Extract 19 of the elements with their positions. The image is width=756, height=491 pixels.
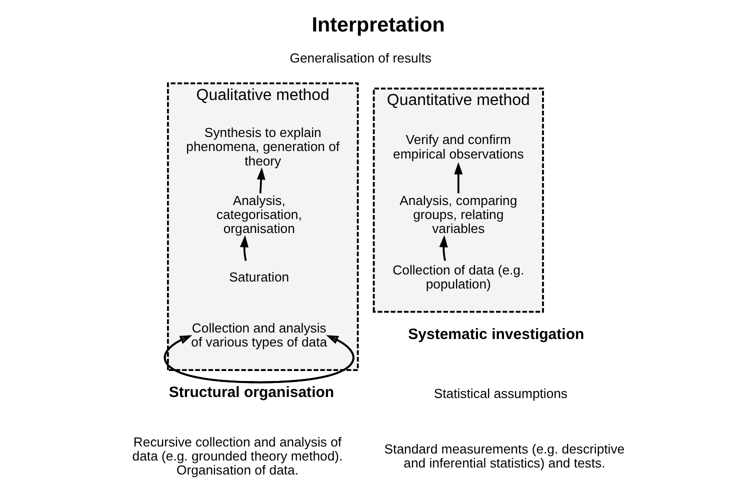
arrow [240, 235, 248, 261]
node-text: Saturation [228, 269, 289, 284]
arrow [454, 162, 462, 194]
label: Standard measurements (e.g. descriptive and inferential statistics) and tests. [384, 441, 624, 471]
diagram-title: Interpretation [311, 13, 444, 36]
node-text: Synthesis to explain phenomena, generation of theory [186, 125, 340, 168]
node-text: Collection of data (e.g. population) [392, 262, 524, 292]
arrow [438, 235, 448, 261]
label: Generalisation of results [289, 50, 431, 66]
node-text: Analysis, comparing groups, relating variables [399, 192, 517, 236]
arrow [164, 335, 354, 384]
label: Structural organisation [168, 384, 334, 402]
node-text: Collection and analysis of various types of data [190, 320, 327, 350]
node-text: Analysis, categorisation, organisation [216, 192, 302, 236]
arrow [256, 167, 265, 194]
label: Recursive collection and analysis of data (e.g. grounded theory method). Organisation of data. [132, 434, 342, 478]
label: Systematic investigation [408, 326, 584, 343]
label: Statistical assumptions [433, 386, 568, 401]
node-text: Verify and confirm empirical observations [392, 132, 524, 162]
